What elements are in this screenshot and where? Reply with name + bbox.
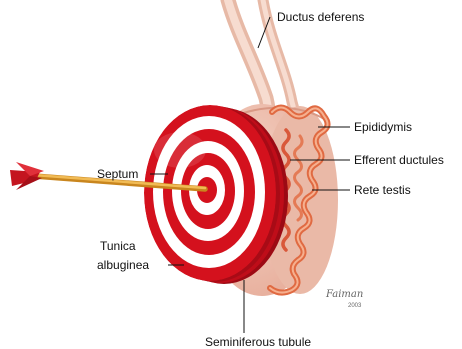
label-ductus-deferens: Ductus deferens: [277, 10, 364, 24]
label-tunica-albuginea-line1: Tunica: [100, 239, 136, 253]
signature-year: 2003: [348, 303, 362, 309]
label-tunica-albuginea-line2: albuginea: [97, 258, 149, 272]
label-rete-testis: Rete testis: [354, 183, 411, 197]
bullseye-target: [144, 105, 276, 281]
signature-name: Faiman: [325, 289, 363, 300]
artist-signature: Faiman 2003: [325, 289, 363, 309]
label-epididymis: Epididymis: [354, 120, 412, 134]
label-efferent-ductules: Efferent ductules: [354, 153, 444, 167]
label-seminiferous-tubule: Seminiferous tubule: [205, 335, 311, 349]
label-septum: Septum: [97, 167, 138, 181]
